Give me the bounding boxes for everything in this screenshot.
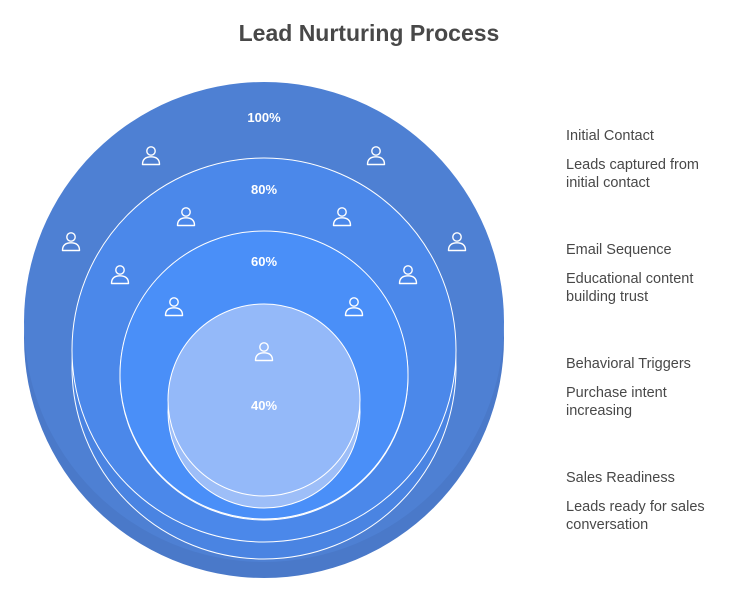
stage-initial-contact: Initial Contact Leads captured from init… [566, 127, 734, 192]
diagram-title: Lead Nurturing Process [238, 20, 500, 46]
ring-60-label: 60% [251, 254, 277, 269]
ring-40-face [167, 303, 361, 497]
stage-name: Sales Readiness [566, 470, 675, 486]
stage-name: Initial Contact [566, 128, 654, 144]
stage-email-sequence: Email Sequence Educational content build… [566, 241, 734, 306]
stage-description: Leads captured from initial contact [566, 157, 699, 191]
ring-sales-readiness: 40% [167, 303, 361, 509]
ring-100-label: 100% [247, 110, 281, 125]
stage-behavioral-triggers: Behavioral Triggers Purchase intent incr… [566, 355, 734, 420]
stage-description: Educational content building trust [566, 271, 694, 305]
stage-description: Purchase intent increasing [566, 385, 667, 419]
stage-sales-readiness: Sales Readiness Leads ready for sales co… [566, 469, 734, 534]
ring-80-label: 80% [251, 182, 277, 197]
stage-description: Leads ready for sales conversation [566, 499, 705, 533]
stage-name: Email Sequence [566, 242, 672, 258]
ring-40-label: 40% [251, 398, 277, 413]
stage-name: Behavioral Triggers [566, 356, 691, 372]
